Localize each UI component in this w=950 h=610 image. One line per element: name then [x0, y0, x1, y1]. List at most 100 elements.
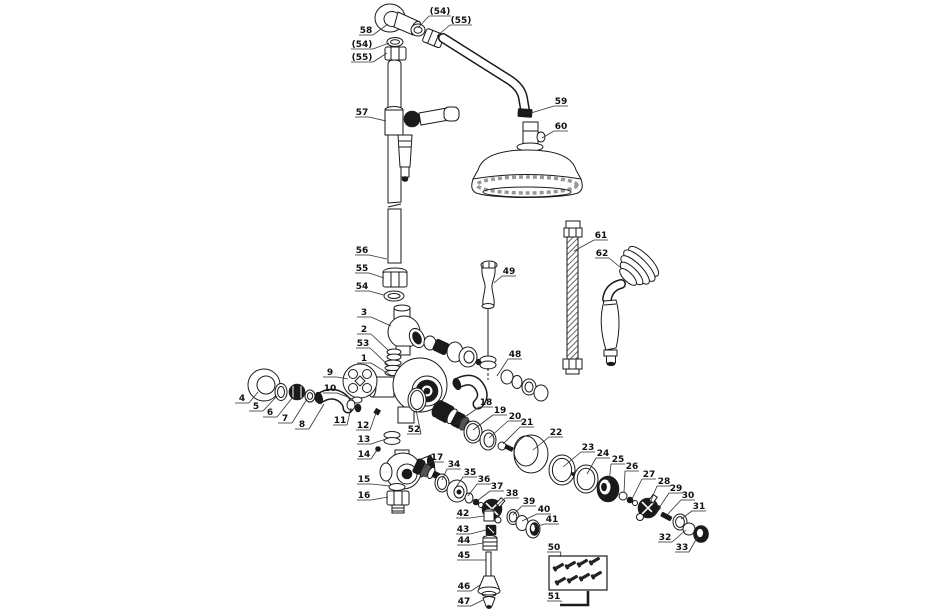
part-label-52: 52 [408, 425, 421, 435]
part-label-22: 22 [550, 428, 563, 438]
part-label-25: 25 [612, 455, 625, 465]
sleeve-22 [513, 434, 549, 474]
part-label-57: 57 [356, 108, 369, 118]
shower-hose [562, 220, 583, 375]
handset-cradle [397, 134, 413, 168]
hand-shower [600, 245, 660, 367]
part-label-7: 7 [282, 414, 288, 424]
part-label-49: 49 [503, 267, 516, 277]
arm-end-fitting [517, 108, 533, 118]
part-label-46: 46 [458, 582, 471, 592]
part-label-14: 14 [358, 450, 371, 460]
inlet-elbow-8 [314, 391, 324, 405]
part-label-r55r: (55) [352, 53, 373, 63]
part-label-23: 23 [582, 443, 595, 453]
part-label-51: 51 [548, 592, 561, 602]
cartridge-17 [412, 458, 441, 480]
tube-45 [485, 551, 492, 577]
part-label-27: 27 [643, 470, 656, 480]
part-label-36: 36 [478, 475, 491, 485]
olive-ring-arm [410, 23, 426, 37]
part-44 [482, 537, 498, 551]
part-label-29: 29 [670, 484, 683, 494]
spout-assembly [477, 508, 501, 609]
diverter-knob [481, 267, 496, 306]
part-label-53: 53 [357, 339, 370, 349]
part-label-33: 33 [676, 543, 689, 553]
part-label-30: 30 [682, 491, 695, 501]
ball-26 [618, 491, 628, 501]
part-label-18: 18 [480, 398, 493, 408]
part-label-43: 43 [457, 525, 470, 535]
part-label-20: 20 [509, 412, 522, 422]
slider-lock-wheel [403, 110, 421, 128]
part-label-8: 8 [299, 420, 305, 430]
screw-29 [651, 505, 661, 516]
wall-union-assembly [374, 3, 445, 61]
ring-24 [573, 464, 599, 494]
part-label-11: 11 [334, 416, 347, 426]
nut-6 [288, 383, 306, 401]
part-label-15: 15 [358, 475, 371, 485]
part-label-42: 42 [457, 509, 470, 519]
diverter-assembly [479, 260, 498, 380]
part-label-54: 54 [356, 282, 369, 292]
part-label-2: 2 [361, 325, 367, 335]
part-label-16: 16 [358, 491, 371, 501]
part-label-5: 5 [253, 402, 259, 412]
slider-lever-knob [443, 106, 460, 122]
riser-connection [382, 267, 408, 302]
part-label-10: 10 [324, 384, 337, 394]
washer-15 [388, 483, 406, 491]
part-label-26: 26 [626, 462, 639, 472]
handset-head [619, 245, 660, 286]
valve-lower-assembly [375, 431, 541, 539]
part-label-28: 28 [658, 477, 671, 487]
part-label-31: 31 [693, 502, 706, 512]
part-label-47: 47 [458, 597, 471, 607]
fixing-kit-box [548, 555, 608, 591]
part-label-4: 4 [239, 394, 245, 404]
part-label-13: 13 [358, 435, 371, 445]
part-label-1: 1 [361, 354, 367, 364]
part-label-24: 24 [597, 449, 610, 459]
screws [552, 556, 603, 586]
olive-ring-bottom [383, 290, 405, 302]
compression-nut-bottom [382, 271, 408, 288]
part-42 [483, 510, 495, 522]
part-label-9: 9 [327, 368, 333, 378]
ring-32 [682, 522, 696, 536]
part-label-r55r: (55) [451, 16, 472, 26]
part-label-58: 58 [360, 26, 373, 36]
handset-handle [600, 299, 620, 351]
part-label-19: 19 [494, 406, 507, 416]
screw-30 [660, 511, 673, 521]
riser-pipe-lower [387, 208, 402, 264]
part-labels: 58(54)(55)(54)(55)5759605655543253191045… [235, 7, 706, 607]
part-label-38: 38 [506, 489, 519, 499]
part-label-12: 12 [357, 421, 370, 431]
hose-body [566, 236, 579, 360]
bead-27 [626, 496, 634, 504]
part-label-59: 59 [555, 97, 568, 107]
ring-36 [464, 492, 474, 504]
olive-ring-top-left [386, 37, 404, 47]
valve-body-assembly [247, 357, 448, 424]
part-label-21: 21 [521, 418, 534, 428]
nut-16 [386, 490, 410, 506]
part-label-3: 3 [361, 308, 367, 318]
part-label-6: 6 [267, 408, 273, 418]
part-label-17: 17 [431, 453, 444, 463]
shower-head-bell [471, 149, 583, 198]
riser-rail [384, 59, 460, 264]
part-label-r54r: (54) [352, 40, 373, 50]
part-label-39: 39 [523, 497, 536, 507]
part-label-50: 50 [548, 543, 561, 553]
valve-upper-tee [384, 304, 549, 410]
part-21 [497, 441, 507, 451]
part-label-40: 40 [538, 505, 551, 515]
part-label-62: 62 [596, 249, 609, 259]
part-label-48: 48 [509, 350, 522, 360]
